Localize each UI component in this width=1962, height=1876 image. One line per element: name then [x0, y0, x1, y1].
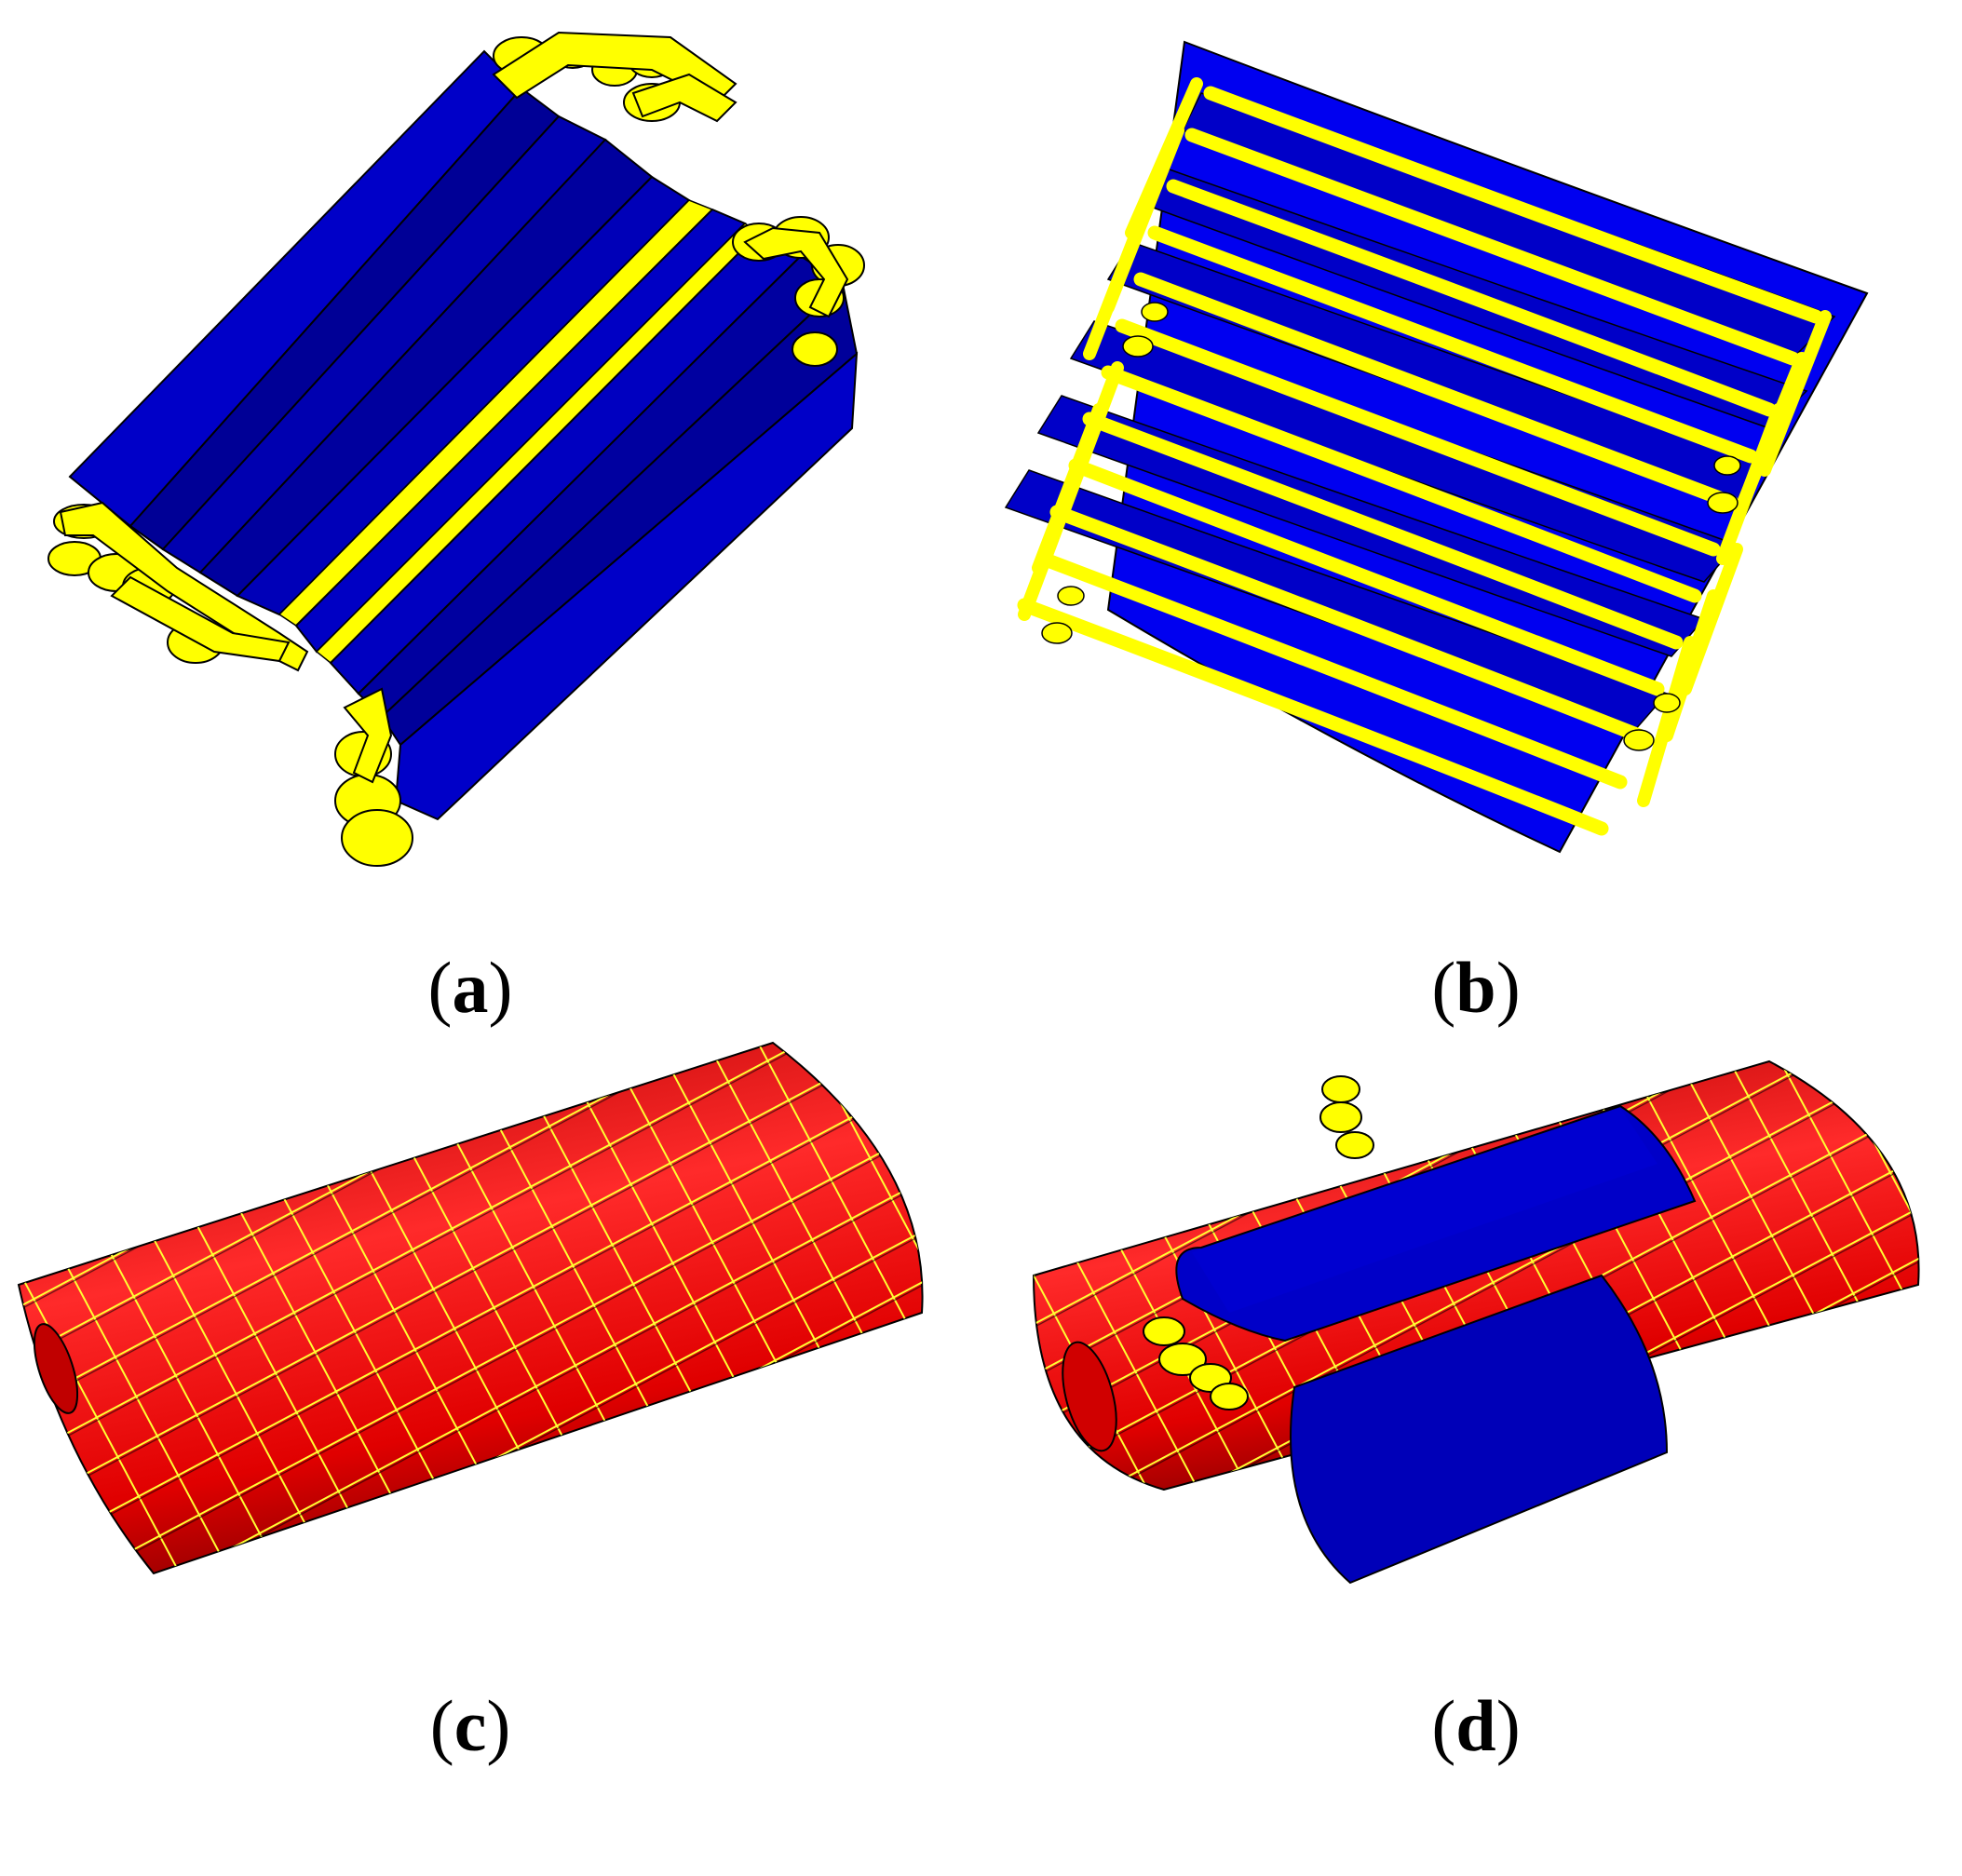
panel-d-label: (d): [1431, 1685, 1521, 1766]
panel-b-unrolled-stator-plate: [1004, 40, 1869, 854]
panel-a-stator-segments: [47, 31, 865, 867]
panel-c-label: (c): [429, 1685, 511, 1766]
panel-c-gridded-tube: [17, 1041, 924, 1575]
panel-a-label: (a): [427, 947, 513, 1028]
panel-b-label: (b): [1431, 947, 1521, 1028]
panel-d-assembly: [1032, 1059, 1920, 1585]
